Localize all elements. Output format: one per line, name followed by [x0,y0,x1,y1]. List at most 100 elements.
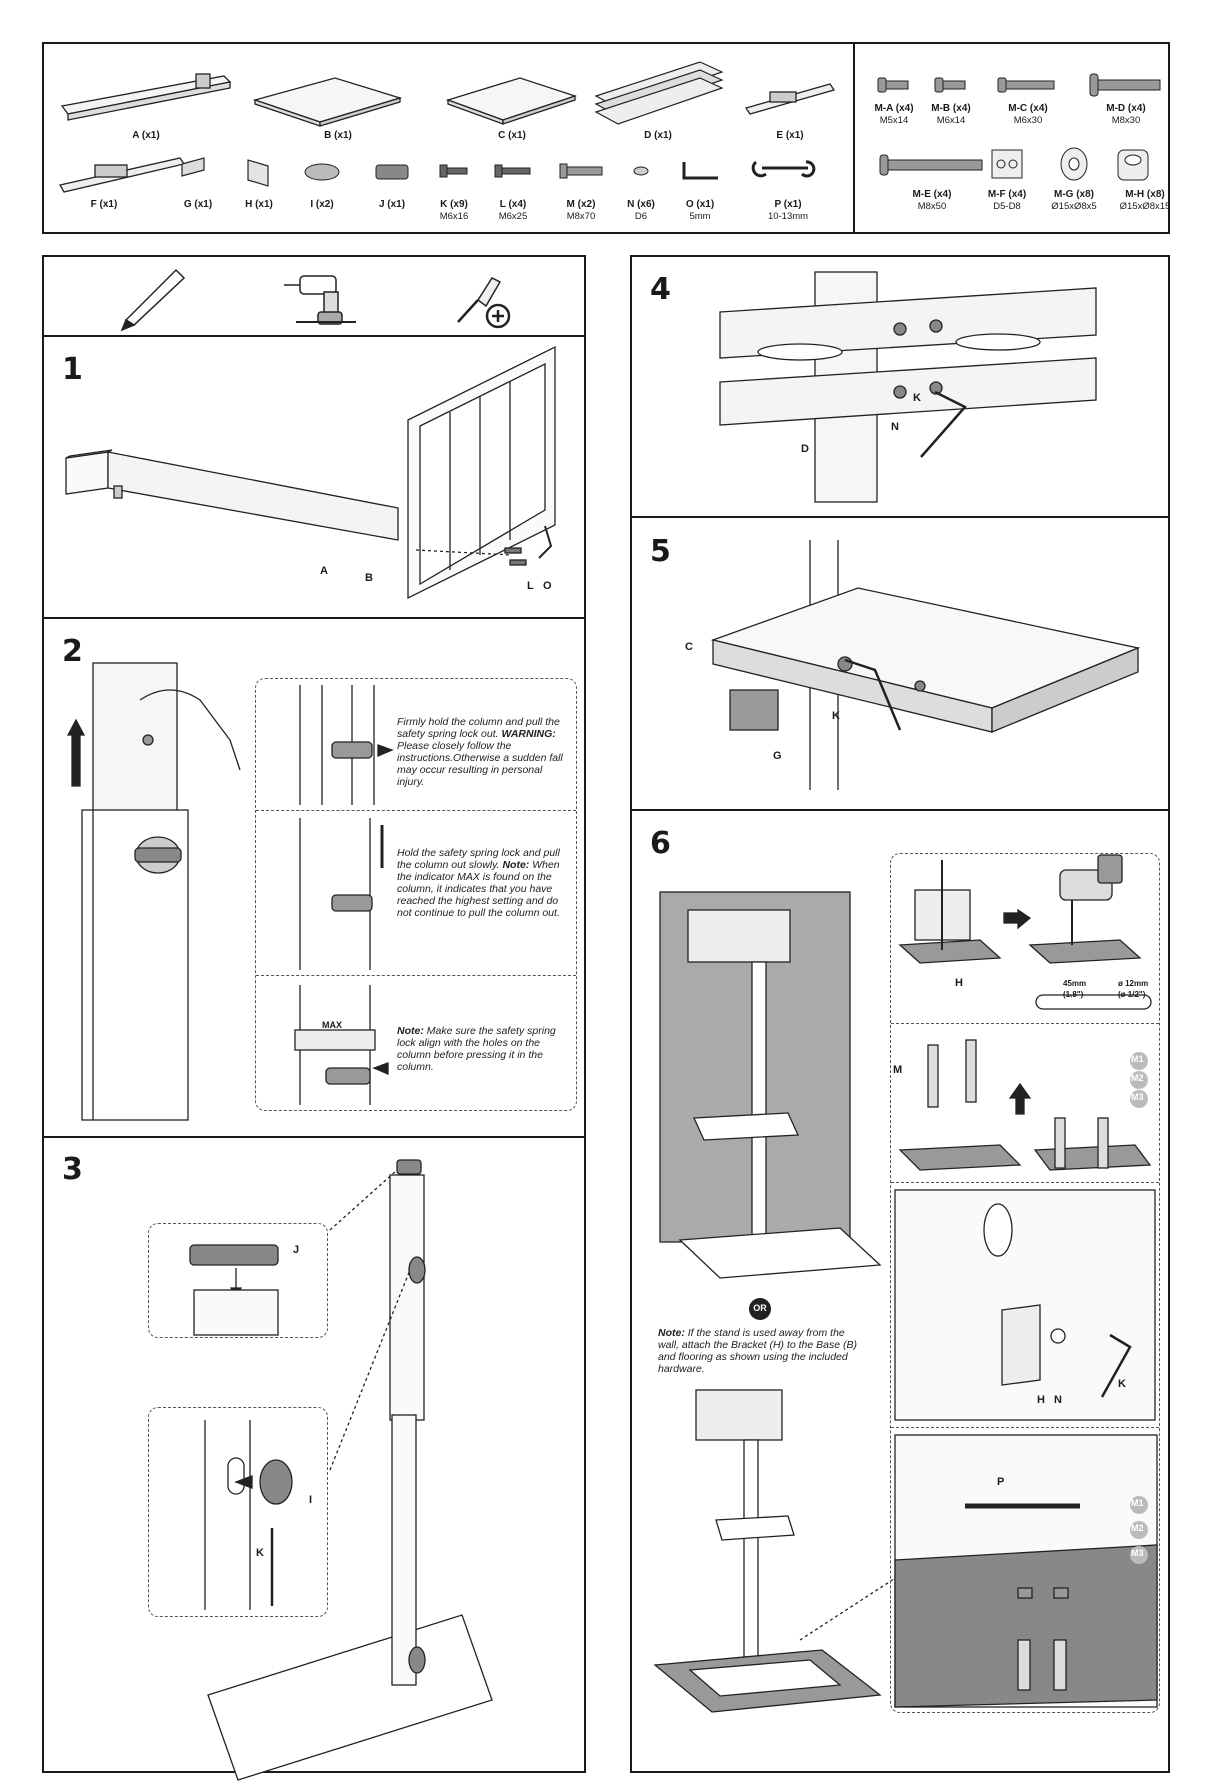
step2-divider [42,1136,586,1138]
note-text: Please closely follow the instructions.O… [397,740,563,788]
hardware-size: Ø15xØ8x5 [1051,201,1097,212]
step-number: 6 [650,826,671,861]
part-size: 10-13mm [767,211,809,222]
callout-i: I [309,1494,313,1506]
right-steps-panel [630,255,1170,1773]
hardware-label: M-F (x4) [987,189,1027,200]
callout-o: O [543,580,552,592]
step2-note-3: Note: Make sure the safety spring lock a… [397,1025,572,1073]
callout-g: G [773,750,782,762]
part-size: M6x25 [498,211,528,222]
pencil-icon [120,268,186,332]
hardware-label: M-G (x8) [1054,189,1094,200]
dimension-bit: ø 12mm [1118,979,1149,988]
step-number: 2 [62,634,83,669]
callout-k: K [256,1547,264,1559]
hardware-label: M-A (x4) [874,103,914,114]
hardware-mc-icon [997,77,1055,93]
step5-divider [630,809,1170,811]
callout-k: K [832,710,840,722]
part-label: D (x1) [644,130,672,141]
part-k-icon [439,164,468,178]
callout-n: N [891,421,899,433]
hardware-size: M6x14 [936,115,966,126]
hardware-md-icon [1089,73,1161,97]
note-label: Note: [658,1327,685,1339]
part-label: N (x6) [627,199,655,210]
hardware-label: M-H (x8) [1125,189,1165,200]
part-size: 5mm [689,211,711,222]
callout-a: A [320,565,328,577]
part-label: A (x1) [132,130,160,141]
callout-h: H [955,977,963,989]
step6-detail-divider [891,1427,1159,1428]
dimension-bit-inch: (ø 1/2") [1118,990,1146,999]
part-l-icon [494,164,531,178]
callout-m3: M3 [1131,1548,1144,1558]
part-label: G (x1) [183,199,213,210]
note-text: Hold the safety spring lock and pull the… [397,847,560,871]
hardware-mf-icon [991,149,1023,179]
part-label: P (x1) [774,199,802,210]
part-size: M8x70 [566,211,596,222]
parts-panel [42,42,1170,234]
step3-detail-cover [148,1407,328,1617]
parts-divider [853,42,855,234]
left-steps-panel [42,255,586,1773]
callout-b: B [365,572,373,584]
part-label: J (x1) [378,199,406,210]
hardware-size: M8x50 [917,201,947,212]
step2-details [294,685,394,1105]
hardware-label: M-C (x4) [1008,103,1048,114]
or-badge [749,1298,771,1320]
step6-detail-box [890,853,1160,1713]
part-label: H (x1) [245,199,273,210]
hardware-size: M6x30 [1013,115,1043,126]
tools-divider [42,335,586,337]
hardware-label: M-B (x4) [931,103,971,114]
step4-divider [630,516,1170,518]
part-m-icon [559,163,603,179]
step2-detail-box [255,678,577,1111]
hardware-size: D5-D8 [993,201,1021,212]
part-d-icon [594,61,724,125]
part-size: D6 [634,211,648,222]
part-a-icon [60,73,232,121]
step2-note-1: Firmly hold the column and pull the safe… [397,716,567,788]
callout-c: C [685,641,693,653]
step2-detail-divider [256,810,576,811]
step3-details [189,1244,293,1610]
callout-j: J [293,1244,300,1256]
note-label: Note: [502,859,530,871]
tools-row [120,268,511,332]
callout-m3: M3 [1131,1092,1144,1102]
callout-k: K [913,392,921,404]
part-label: C (x1) [498,130,526,141]
step6-detail-divider [891,1023,1159,1024]
callout-h: H [1037,1394,1045,1406]
hardware-size: M5x14 [879,115,909,126]
hardware-mh-icon [1117,149,1149,181]
drill-icon [284,275,356,325]
part-n-icon [633,166,649,176]
part-g-icon [181,157,205,177]
part-o-icon [682,162,718,180]
step4-illustration [719,271,1097,503]
step1-divider [42,617,586,619]
hardware-ma-icon [877,77,909,93]
callout-m1: M1 [1131,1054,1144,1064]
part-c-icon [445,77,578,125]
max-indicator: MAX [322,1020,342,1030]
step5-illustration [710,540,1141,790]
step-number: 1 [62,352,83,387]
callout-m2: M2 [1131,1523,1144,1533]
part-label: L (x4) [499,199,527,210]
part-label: I (x2) [310,199,334,210]
part-label: B (x1) [324,130,352,141]
note-text: When the indicator MAX is found on the c… [397,859,560,919]
callout-p: P [997,1476,1005,1488]
step2-detail-divider [256,975,576,976]
callout-m1: M1 [1131,1498,1144,1508]
